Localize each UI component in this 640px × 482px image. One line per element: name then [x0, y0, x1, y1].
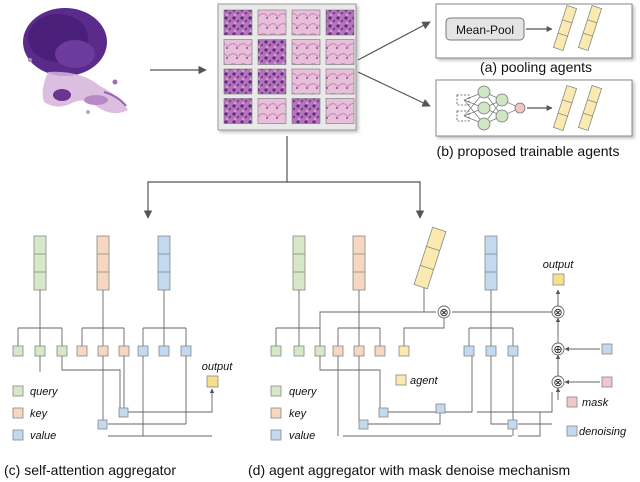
key-token-column — [96, 235, 110, 291]
self-attn-legend: query key value — [12, 385, 59, 442]
mean-pool-box — [445, 17, 525, 41]
legend-mask: mask — [582, 397, 609, 409]
tissue-patch — [291, 68, 321, 95]
svg-text:⊗: ⊗ — [553, 377, 562, 389]
legend-value-c: value — [30, 430, 56, 442]
agent-aggregator: ⊗ — [270, 226, 627, 442]
whole-slide-image — [14, 8, 146, 128]
tissue-patch — [325, 9, 355, 36]
multiply-op-top — [437, 305, 451, 319]
agent-query-squares — [270, 345, 326, 357]
agent-square — [398, 345, 410, 357]
tissue-patch — [291, 39, 321, 65]
arrow-to-trainable — [357, 71, 431, 107]
pooling-agents-caption: (a) pooling agents — [480, 59, 592, 75]
self-attn-key-squares — [76, 345, 130, 357]
tissue-patch — [257, 68, 287, 95]
tissue-patch — [325, 68, 355, 95]
agent-output-square — [552, 273, 565, 286]
tissue-patch — [291, 9, 321, 36]
svg-text:⊗: ⊗ — [553, 307, 562, 319]
agent-query-column — [292, 235, 306, 291]
agent-weight-square — [358, 419, 369, 430]
self-attn-score-square — [118, 407, 129, 418]
tissue-patch — [223, 39, 253, 65]
agent-key-column — [352, 235, 366, 291]
legend-value-d: value — [289, 430, 315, 442]
agent-value-squares — [463, 345, 519, 357]
legend-query-d: query — [289, 386, 318, 398]
legend-key-d: key — [289, 408, 308, 420]
tissue-patch — [291, 98, 321, 124]
self-attn-query-squares — [12, 345, 68, 357]
tissue-patch — [223, 68, 253, 95]
agent-output-label: output — [543, 259, 575, 271]
tissue-patch — [325, 98, 355, 124]
split-arrows — [143, 136, 425, 219]
trainable-agent-tokens — [552, 85, 603, 131]
agent-legend: query key value agent mask denoising — [270, 374, 627, 442]
agent-value-agg-square — [507, 419, 518, 430]
tissue-patch — [325, 39, 355, 65]
mean-pool-label: Mean-Pool — [456, 23, 514, 37]
agent-attn-square — [435, 403, 446, 414]
trainable-agents-caption: (b) proposed trainable agents — [437, 143, 620, 159]
arrow-to-pooling — [357, 21, 431, 61]
tissue-patch — [257, 98, 287, 124]
self-attention-aggregator: output query key value — [12, 235, 234, 442]
legend-query-c: query — [30, 386, 59, 398]
trainable-agents-panel — [435, 79, 633, 137]
legend-agent: agent — [410, 375, 438, 387]
tissue-patch — [257, 9, 287, 36]
tissue-patch — [223, 98, 253, 124]
tissue-patch — [257, 39, 287, 65]
agent-score-square — [378, 407, 389, 418]
mask-input-square — [601, 376, 613, 388]
svg-text:⊕: ⊕ — [553, 344, 562, 356]
denoise-input-square — [601, 343, 613, 355]
tissue-patch — [223, 9, 253, 36]
agent-value-column — [484, 235, 498, 291]
legend-denoising: denoising — [579, 426, 627, 438]
self-attn-output-square — [206, 375, 219, 388]
agent-aggregator-caption: (d) agent aggregator with mask denoise m… — [248, 462, 570, 478]
agent-token — [413, 226, 447, 290]
self-attn-output-label: output — [202, 361, 234, 373]
self-attn-weight-square — [97, 419, 108, 430]
neural-network-icon — [456, 85, 526, 131]
value-token-column — [157, 235, 171, 291]
self-attn-value-squares — [137, 345, 192, 357]
agent-key-squares — [332, 345, 386, 357]
svg-text:⊗: ⊗ — [439, 307, 448, 319]
pooling-agents-panel: Mean-Pool — [435, 3, 633, 59]
legend-key-c: key — [30, 408, 49, 420]
self-attention-caption: (c) self-attention aggregator — [4, 462, 176, 478]
patch-grid — [217, 3, 357, 131]
pooled-agent-tokens — [552, 5, 603, 51]
query-token-column — [33, 235, 47, 291]
